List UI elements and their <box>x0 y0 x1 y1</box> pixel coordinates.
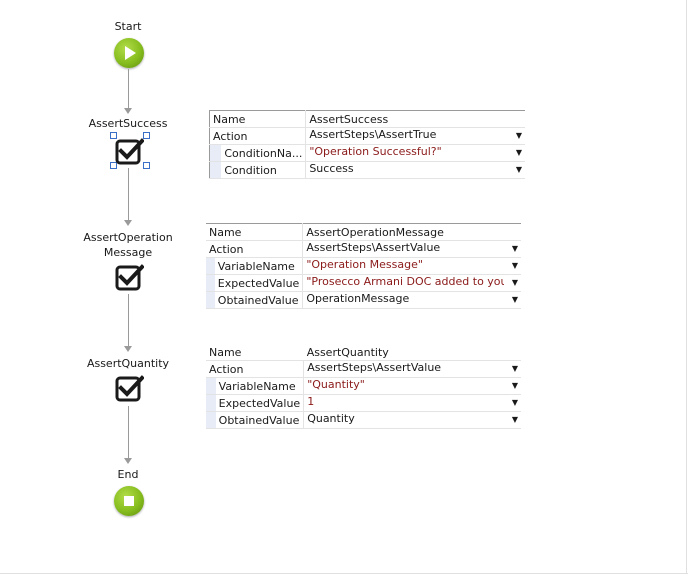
assert-operation-message-properties: Name AssertOperationMessage Action ▼ Asse… <box>206 223 521 309</box>
property-name: Name <box>206 344 304 361</box>
property-value-dropdown[interactable]: ▼ AssertSteps\AssertTrue <box>305 127 525 145</box>
property-value[interactable]: AssertSuccess <box>305 110 525 128</box>
property-name: ObtainedValue <box>214 291 304 309</box>
indent-bar <box>206 274 215 292</box>
assert-operation-message-node[interactable] <box>114 262 144 292</box>
indent-bar <box>206 394 216 412</box>
dropdown-arrow-icon[interactable]: ▼ <box>511 244 518 253</box>
property-name: ConditionNa... <box>221 144 307 162</box>
property-value-dropdown[interactable]: ▼ "Operation Successful?" <box>305 144 525 162</box>
assert-quantity-label: AssertQuantity <box>86 357 170 370</box>
property-value: AssertSteps\AssertValue <box>306 241 441 254</box>
property-value[interactable]: AssertOperationMessage <box>302 223 521 241</box>
indent-bar <box>209 144 222 162</box>
property-name: Action <box>208 127 307 145</box>
dropdown-arrow-icon[interactable]: ▼ <box>515 148 522 157</box>
dropdown-arrow-icon[interactable]: ▼ <box>511 415 518 424</box>
checkbox-icon <box>115 375 144 402</box>
property-value: 1 <box>307 395 315 408</box>
selection-handle[interactable] <box>110 162 117 169</box>
property-value: AssertSteps\AssertValue <box>307 361 442 374</box>
property-value: "Prosecco Armani DOC added to you <box>306 275 505 288</box>
end-label: End <box>117 468 139 481</box>
selection-handle[interactable] <box>143 132 150 139</box>
connector-line <box>128 294 129 348</box>
indent-bar <box>209 161 222 179</box>
property-value-dropdown[interactable]: ▼ Success <box>305 161 525 179</box>
arrow-head <box>124 346 132 352</box>
property-value-dropdown[interactable]: ▼ Quantity <box>303 411 521 429</box>
connector-line <box>128 406 129 460</box>
property-value[interactable]: AssertQuantity <box>303 344 521 361</box>
property-value: OperationMessage <box>306 292 410 305</box>
property-name: Name <box>206 223 304 241</box>
selection-handle[interactable] <box>110 132 117 139</box>
label-line: AssertOperation <box>83 231 173 244</box>
dropdown-arrow-icon[interactable]: ▼ <box>515 165 522 174</box>
property-value: "Quantity" <box>307 378 365 391</box>
property-value: "Operation Message" <box>306 258 423 271</box>
indent-bar <box>206 291 215 309</box>
dropdown-arrow-icon[interactable]: ▼ <box>511 381 518 390</box>
property-value-dropdown[interactable]: ▼ AssertSteps\AssertValue <box>303 360 521 378</box>
indent-bar <box>206 411 216 429</box>
property-value: Success <box>309 162 354 175</box>
property-value: AssertSteps\AssertTrue <box>309 128 437 141</box>
selection-handle[interactable] <box>143 162 150 169</box>
property-name: ExpectedValue <box>215 394 305 412</box>
checkbox-icon <box>115 264 144 291</box>
dropdown-arrow-icon[interactable]: ▼ <box>511 278 518 287</box>
assert-success-node[interactable] <box>114 136 144 166</box>
assert-quantity-properties: Name AssertQuantity Action ▼ AssertSteps\… <box>206 344 521 429</box>
property-value: "Operation Successful?" <box>309 145 442 158</box>
start-node[interactable] <box>114 38 144 68</box>
property-name: ObtainedValue <box>215 411 305 429</box>
property-name: Condition <box>221 161 307 179</box>
property-name: VariableName <box>214 257 304 275</box>
property-value-dropdown[interactable]: ▼1 <box>303 394 521 412</box>
property-value-dropdown[interactable]: ▼ "Prosecco Armani DOC added to you <box>302 274 521 292</box>
arrow-head <box>124 458 132 464</box>
property-name: Name <box>208 110 307 128</box>
assert-success-label: AssertSuccess <box>88 117 168 130</box>
connector-line <box>128 168 129 222</box>
assert-quantity-node[interactable] <box>114 373 144 403</box>
start-label: Start <box>114 20 142 33</box>
property-value-dropdown[interactable]: ▼ AssertSteps\AssertValue <box>302 240 521 258</box>
assert-operation-message-label: AssertOperation Message <box>68 230 188 260</box>
stop-icon <box>124 496 134 506</box>
property-value-dropdown[interactable]: ▼ "Quantity" <box>303 377 521 395</box>
dropdown-arrow-icon[interactable]: ▼ <box>515 131 522 140</box>
property-value: Quantity <box>307 412 355 425</box>
dropdown-arrow-icon[interactable]: ▼ <box>511 364 518 373</box>
property-name: Action <box>206 240 304 258</box>
indent-bar <box>206 257 215 275</box>
arrow-head <box>124 108 132 114</box>
assert-success-properties: Name AssertSuccess Action ▼ AssertSteps\A… <box>208 110 525 179</box>
property-name: ExpectedValue <box>214 274 304 292</box>
property-name: Action <box>206 360 305 378</box>
arrow-head <box>124 220 132 226</box>
property-name: VariableName <box>215 377 305 395</box>
checkbox-icon <box>115 138 144 165</box>
canvas-border-right <box>686 0 687 574</box>
property-value-dropdown[interactable]: ▼ OperationMessage <box>302 291 521 309</box>
label-line: Message <box>103 246 153 259</box>
dropdown-arrow-icon[interactable]: ▼ <box>511 261 518 270</box>
dropdown-arrow-icon[interactable]: ▼ <box>511 398 518 407</box>
indent-bar <box>206 377 216 395</box>
dropdown-arrow-icon[interactable]: ▼ <box>511 295 518 304</box>
connector-line <box>128 69 129 110</box>
end-node[interactable] <box>114 486 144 516</box>
property-value-dropdown[interactable]: ▼ "Operation Message" <box>302 257 521 275</box>
play-icon <box>125 46 136 60</box>
